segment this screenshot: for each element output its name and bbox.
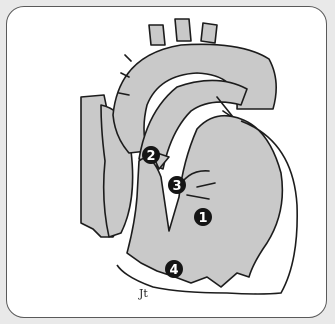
marker-1: 1 (194, 208, 212, 226)
marker-3: 3 (168, 176, 186, 194)
marker-4: 4 (165, 260, 183, 278)
heart-diagram: 1 2 3 4 Jt (7, 7, 327, 318)
svg-text:1: 1 (198, 211, 207, 226)
svg-text:2: 2 (146, 149, 155, 164)
subclavian-artery (201, 23, 217, 43)
marker-2: 2 (142, 146, 160, 164)
svg-text:3: 3 (172, 179, 181, 194)
artist-signature: Jt (138, 287, 148, 300)
figure-frame: 1 2 3 4 Jt (6, 6, 327, 318)
carotid-artery (175, 19, 191, 41)
svg-text:4: 4 (169, 263, 178, 278)
brachiocephalic-artery (149, 25, 165, 45)
